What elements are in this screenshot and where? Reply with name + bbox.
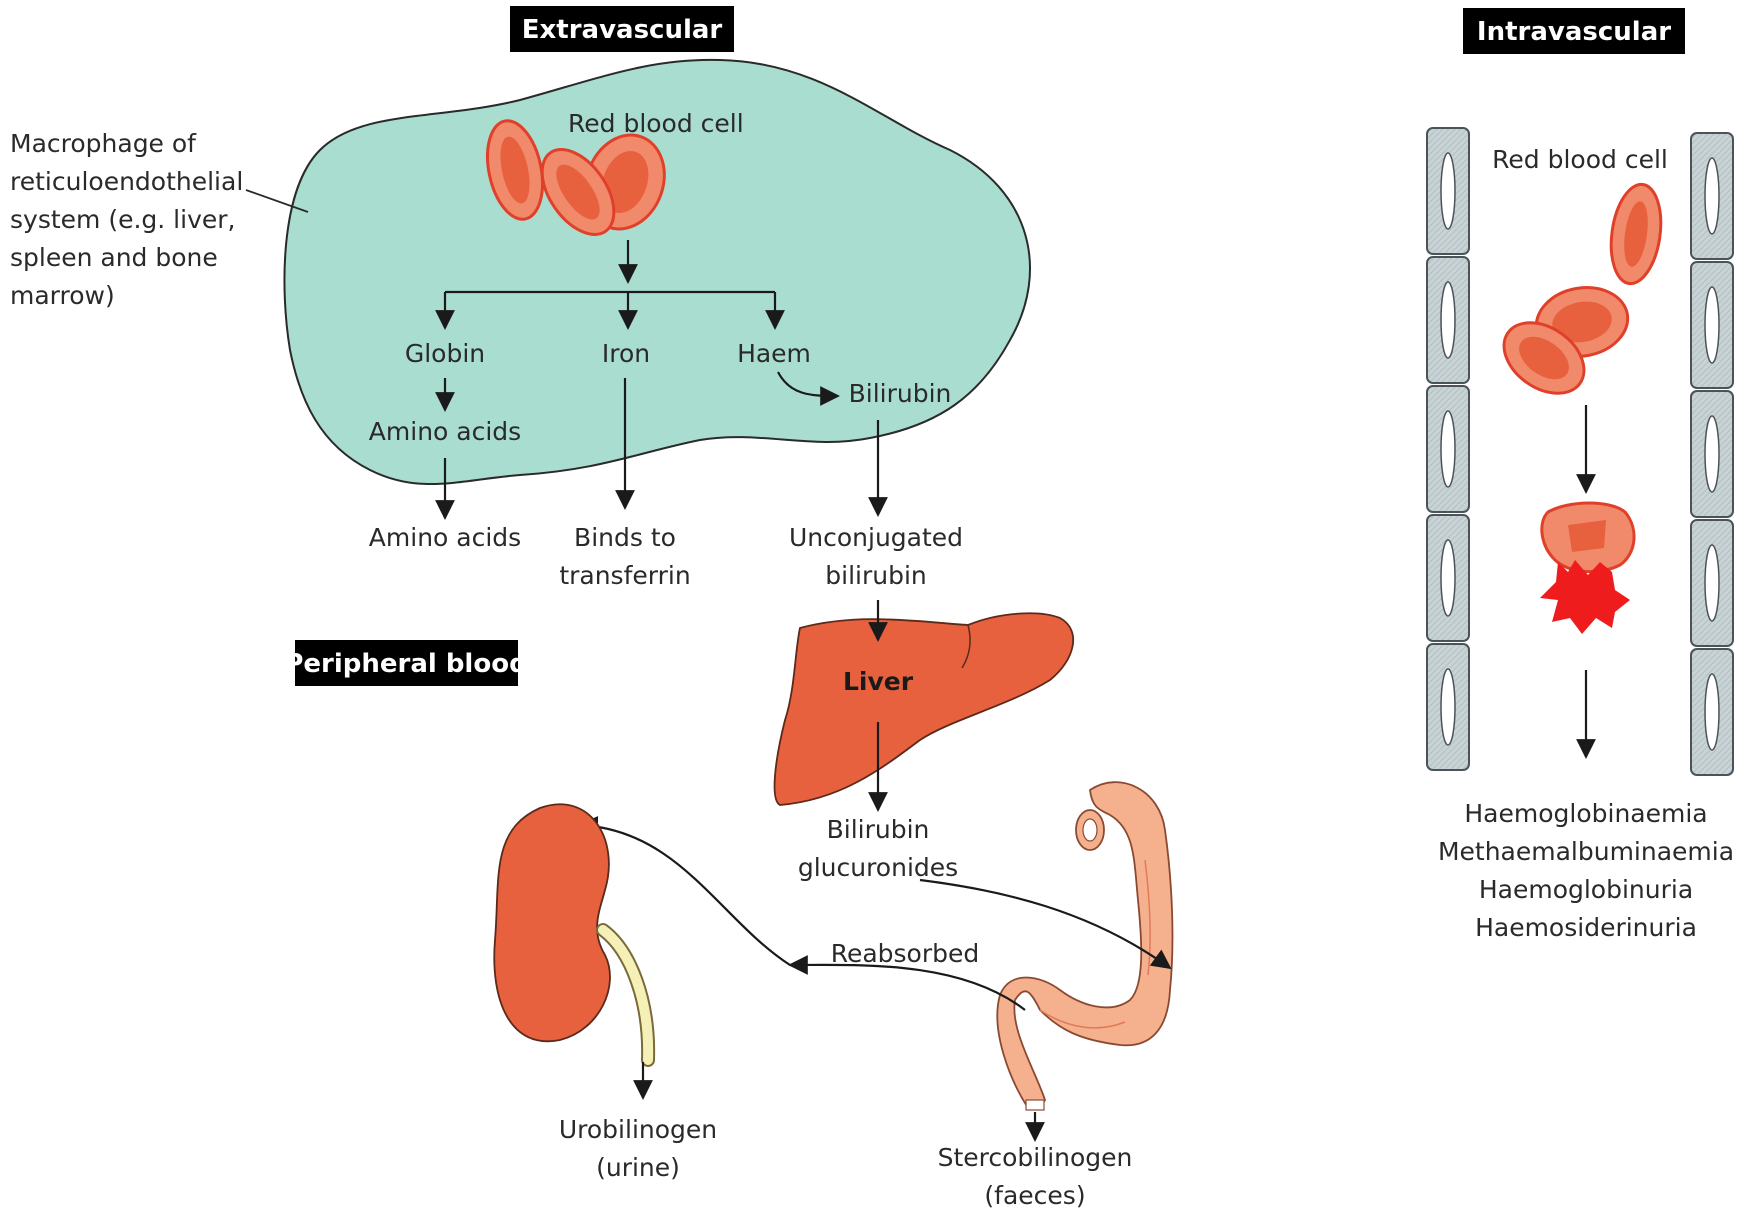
label-bilirubin-glucuronides-2: glucuronides — [798, 853, 958, 882]
red-blood-cell — [540, 148, 616, 236]
label-faeces: (faeces) — [984, 1181, 1085, 1210]
arrow-reabsorbed-lower — [788, 955, 1026, 1011]
liver-lobe-line — [961, 624, 971, 669]
label-liver: Liver — [843, 667, 914, 696]
label-iron: Iron — [602, 339, 650, 368]
arrow-reabsorbed-upper — [578, 816, 791, 966]
red-blood-cell-group — [486, 119, 666, 236]
header-extravascular: Extravascular — [510, 6, 734, 52]
header-intravascular-text: Intravascular — [1477, 17, 1671, 47]
macrophage-label-line: spleen and bone — [10, 243, 218, 272]
arrow-to-colon — [919, 878, 1172, 970]
macrophage-cell — [283, 58, 1031, 485]
label-haem: Haem — [737, 339, 811, 368]
label-outcome: Haemosiderinuria — [1475, 913, 1697, 942]
label-stercobilinogen: Stercobilinogen — [938, 1143, 1133, 1172]
label-unconjugated-bilirubin: bilirubin — [825, 561, 927, 590]
intravascular-red-blood-cells — [1502, 182, 1663, 395]
label-reabsorbed: Reabsorbed — [831, 939, 980, 968]
kidney-organ — [493, 803, 656, 1067]
breakdown-arrows — [435, 240, 888, 520]
header-extravascular-text: Extravascular — [522, 15, 723, 45]
label-outcome: Methaemalbuminaemia — [1438, 837, 1734, 866]
label-outcome: Haemoglobinaemia — [1464, 799, 1707, 828]
label-bilirubin: Bilirubin — [849, 379, 952, 408]
vessel-wall-left — [1426, 127, 1470, 771]
label-outcome: Haemoglobinuria — [1479, 875, 1693, 904]
macrophage-label-line: system (e.g. liver, — [10, 205, 235, 234]
label-binds-to: Binds to — [574, 523, 676, 552]
macrophage-label: Macrophage of reticuloendothelial system… — [10, 129, 243, 310]
label-amino-acids-inner: Amino acids — [369, 417, 521, 446]
label-unconjugated: Unconjugated — [789, 523, 963, 552]
label-globin: Globin — [405, 339, 485, 368]
macrophage-leader-line — [245, 189, 309, 213]
macrophage-label-line: reticuloendothelial — [10, 167, 243, 196]
colon-organ — [996, 781, 1174, 1111]
label-urobilinogen: Urobilinogen — [559, 1115, 717, 1144]
header-intravascular: Intravascular — [1463, 8, 1685, 54]
intravascular-outcomes: Haemoglobinaemia Methaemalbuminaemia Hae… — [1438, 799, 1734, 942]
liver-organ — [773, 612, 1075, 806]
red-blood-cell — [486, 119, 544, 221]
macrophage-label-line: marrow) — [10, 281, 115, 310]
header-peripheral-blood: Peripheral blood — [284, 640, 528, 686]
label-red-blood-cell: Red blood cell — [568, 109, 744, 138]
red-blood-cell — [1502, 321, 1586, 395]
label-amino-acids-outer: Amino acids — [369, 523, 521, 552]
red-blood-cell — [1609, 182, 1663, 286]
label-urine: (urine) — [596, 1153, 680, 1182]
header-peripheral-blood-text: Peripheral blood — [284, 649, 527, 679]
label-transferrin: transferrin — [559, 561, 690, 590]
macrophage-label-line: Macrophage of — [10, 129, 197, 158]
vessel-wall-right — [1690, 132, 1734, 776]
lysed-red-blood-cell — [1540, 501, 1636, 634]
label-intravascular-red-blood-cell: Red blood cell — [1492, 145, 1668, 174]
label-bilirubin-glucuronides-1: Bilirubin — [827, 815, 930, 844]
